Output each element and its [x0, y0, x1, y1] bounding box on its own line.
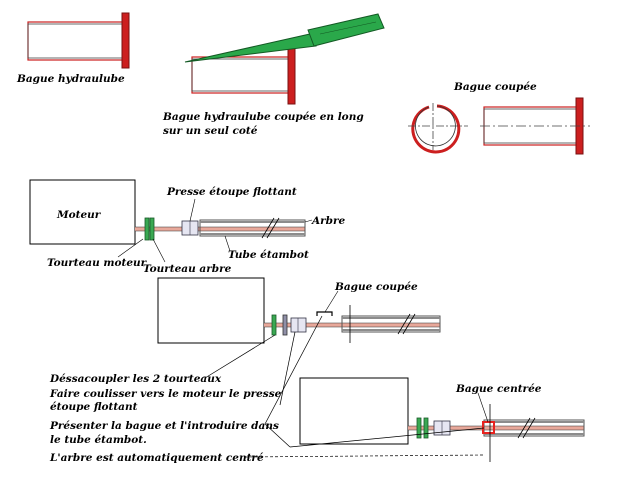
moteur-label: Moteur	[56, 209, 102, 221]
leader-insert-2	[264, 423, 291, 448]
tourteau-moteur-3	[416, 417, 422, 439]
instruction-line-2: Faire coulisser vers le moteur le presse	[49, 388, 282, 400]
tourteau-arbre-leader	[152, 238, 166, 263]
bague-centree-label: Bague centrée	[455, 383, 542, 395]
presse-etoupe-2	[290, 317, 307, 333]
leader-insert-3	[289, 427, 485, 448]
leader-centered	[244, 454, 485, 458]
bague-coupee-2	[316, 311, 333, 316]
instruction-line-1: Déssacoupler les 2 tourteaux	[49, 373, 222, 385]
tube-leader	[224, 235, 231, 252]
shaft-assembly-2	[264, 305, 441, 343]
cut-bushing	[191, 47, 296, 105]
motor-box-3	[299, 377, 409, 445]
tourteau-arbre-2	[282, 314, 288, 336]
bague-coupee-mid-leader	[324, 290, 339, 313]
tube-etambot-2	[341, 315, 441, 333]
tourteau-moteur-leader	[117, 238, 144, 258]
tourteau-moteur-1	[144, 217, 150, 241]
bague-coupee-mid-label: Bague coupée	[334, 281, 418, 293]
bague-centree-leader	[477, 392, 489, 423]
tourteau-moteur-label: Tourteau moteur	[47, 257, 148, 269]
shaft-assembly-1	[135, 217, 306, 241]
motor-box-2	[157, 277, 265, 344]
tourteau-arbre-1	[149, 217, 155, 241]
motor-box-1	[29, 179, 136, 245]
arbre-label: Arbre	[311, 215, 346, 227]
bague-centree-3	[482, 421, 495, 434]
cut-long-label-1: Bague hydraulube coupée en long	[162, 111, 364, 123]
tourteau-arbre-3	[423, 417, 429, 439]
tube-etambot-label: Tube étambot	[228, 249, 309, 261]
leader-slide	[279, 331, 296, 406]
instruction-line-5: le tube étambot.	[50, 434, 147, 446]
presse-etoupe-leader	[189, 198, 196, 222]
cut-ring	[408, 103, 468, 154]
instruction-line-3: étoupe flottant	[50, 401, 138, 413]
cut-long-label-2: sur un seul coté	[163, 125, 258, 137]
hydraulube-bushing	[27, 12, 130, 69]
tourteau-arbre-label: Tourteau arbre	[143, 263, 232, 275]
hydraulube-label: Bague hydraulube	[16, 73, 125, 85]
leader-decouple	[204, 334, 276, 379]
tourteau-moteur-2	[271, 314, 277, 336]
leader-insert-1	[264, 315, 323, 425]
presse-etoupe-label: Presse étoupe flottant	[166, 186, 297, 198]
bague-coupee-top-label: Bague coupée	[453, 81, 537, 93]
cut-bushing-side	[480, 97, 590, 155]
cutting-tool	[184, 13, 385, 63]
instruction-line-4: Présenter la bague et l'introduire dans	[49, 420, 279, 432]
instruction-line-6: L'arbre est automatiquement centré	[49, 452, 264, 464]
tube-etambot-1	[199, 219, 306, 237]
arbre-leader	[304, 219, 313, 223]
